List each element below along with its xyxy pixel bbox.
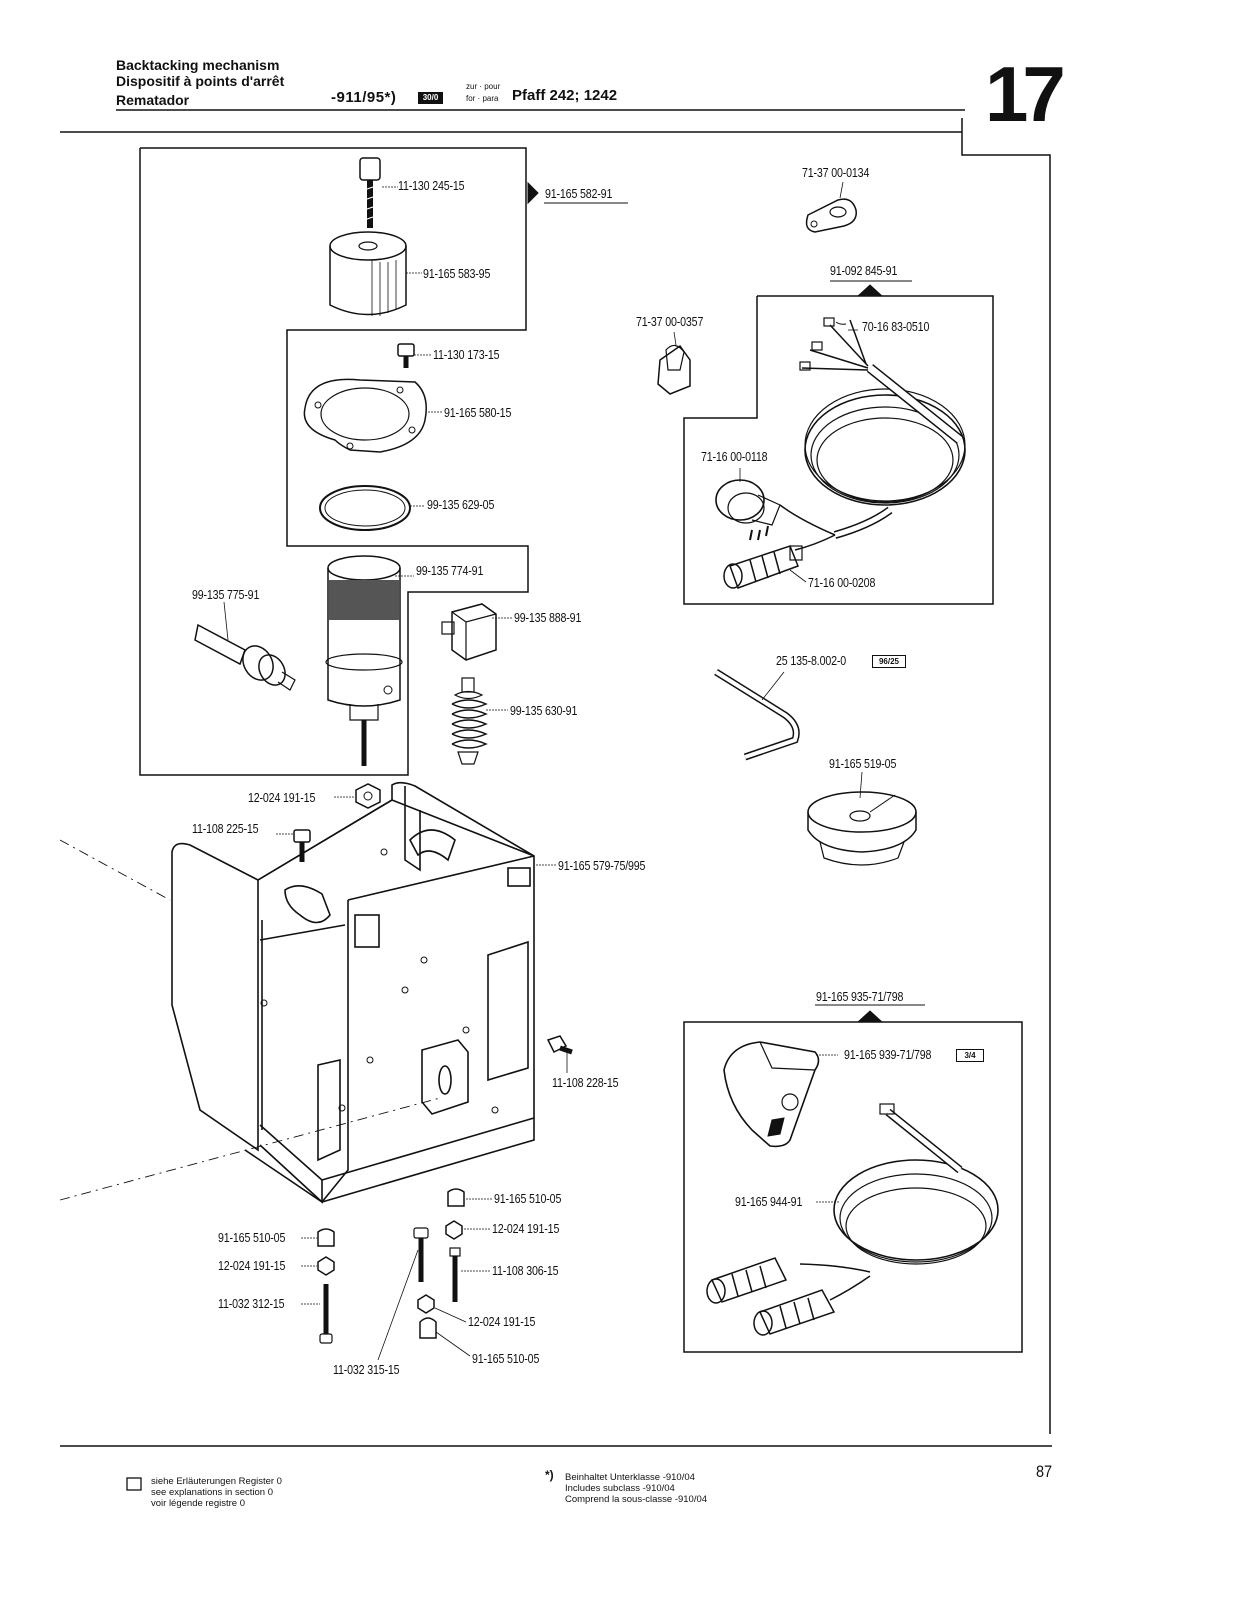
part-badge: 96/25 bbox=[872, 655, 906, 668]
part-label: 91-165 939-71/798 bbox=[844, 1047, 932, 1062]
note-line-1: Beinhaltet Unterklasse -910/04 bbox=[565, 1472, 695, 1483]
part-label: 99-135 630-91 bbox=[510, 703, 578, 718]
legend-line-2: see explanations in section 0 bbox=[151, 1487, 273, 1498]
part-label: 99-135 775-91 bbox=[192, 587, 260, 602]
part-label: 11-108 228-15 bbox=[552, 1075, 619, 1090]
note-mark: *) bbox=[545, 1468, 554, 1482]
subclass-label: -911/95*) bbox=[331, 89, 397, 106]
model-label: Pfaff 242; 1242 bbox=[512, 87, 618, 104]
part-label: 91-165 582-91 bbox=[545, 186, 613, 201]
title-fr: Dispositif à points d'arrêt bbox=[116, 73, 285, 89]
part-label: 91-165 510-05 bbox=[218, 1230, 286, 1245]
part-label: 91-165 935-71/798 bbox=[816, 989, 904, 1004]
part-label: 99-135 774-91 bbox=[416, 563, 484, 578]
part-label: 91-165 944-91 bbox=[735, 1194, 803, 1209]
assembly-outline bbox=[139, 147, 529, 776]
part-label: 12-024 191-15 bbox=[218, 1258, 286, 1273]
part-label: 12-024 191-15 bbox=[248, 790, 316, 805]
page-number: 87 bbox=[1036, 1462, 1053, 1481]
part-label: 25 135-8.002-0 bbox=[776, 653, 847, 668]
part-label: 91-092 845-91 bbox=[830, 263, 898, 278]
part-label: 70-16 83-0510 bbox=[862, 319, 930, 334]
part-label: 99-135 888-91 bbox=[514, 610, 582, 625]
switch-assembly-outline bbox=[683, 1021, 1023, 1353]
note-line-3: Comprend la sous-classe -910/04 bbox=[565, 1494, 708, 1505]
part-label: 91-165 510-05 bbox=[472, 1351, 540, 1366]
part-label: 11-108 306-15 bbox=[492, 1263, 559, 1278]
note-line-2: Includes subclass -910/04 bbox=[565, 1483, 675, 1494]
title-es: Rematador bbox=[116, 92, 190, 108]
section-number: 17 bbox=[985, 50, 1066, 138]
title-de: Backtacking mechanism bbox=[116, 57, 280, 73]
part-label: 71-16 00-0208 bbox=[808, 575, 876, 590]
legend-line-1: siehe Erläuterungen Register 0 bbox=[151, 1476, 282, 1487]
part-label: 91-165 580-15 bbox=[444, 405, 512, 420]
part-label: 12-024 191-15 bbox=[492, 1221, 560, 1236]
cable-assembly-outline bbox=[683, 295, 994, 605]
part-label: 12-024 191-15 bbox=[468, 1314, 536, 1329]
part-label: 11-032 315-15 bbox=[333, 1362, 400, 1377]
part-badge: 3/4 bbox=[956, 1049, 984, 1062]
zur-pour-label: zur · pour bbox=[466, 82, 501, 91]
part-label: 11-032 312-15 bbox=[218, 1296, 285, 1311]
legend-line-3: voir légende registre 0 bbox=[151, 1498, 245, 1509]
part-label: 99-135 629-05 bbox=[427, 497, 495, 512]
part-label: 91-165 519-05 bbox=[829, 756, 897, 771]
part-label: 11-130 173-15 bbox=[433, 347, 500, 362]
part-label: 91-165 579-75/995 bbox=[558, 858, 646, 873]
for-para-label: for · para bbox=[466, 94, 499, 103]
part-label: 71-37 00-0134 bbox=[802, 165, 870, 180]
part-label: 11-108 225-15 bbox=[192, 821, 259, 836]
part-label: 71-37 00-0357 bbox=[636, 314, 704, 329]
part-label: 91-165 510-05 bbox=[494, 1191, 562, 1206]
subclass-badge: 30/0 bbox=[418, 92, 443, 104]
part-label: 91-165 583-95 bbox=[423, 266, 491, 281]
part-label: 71-16 00-0118 bbox=[701, 449, 768, 464]
part-label: 11-130 245-15 bbox=[398, 178, 465, 193]
